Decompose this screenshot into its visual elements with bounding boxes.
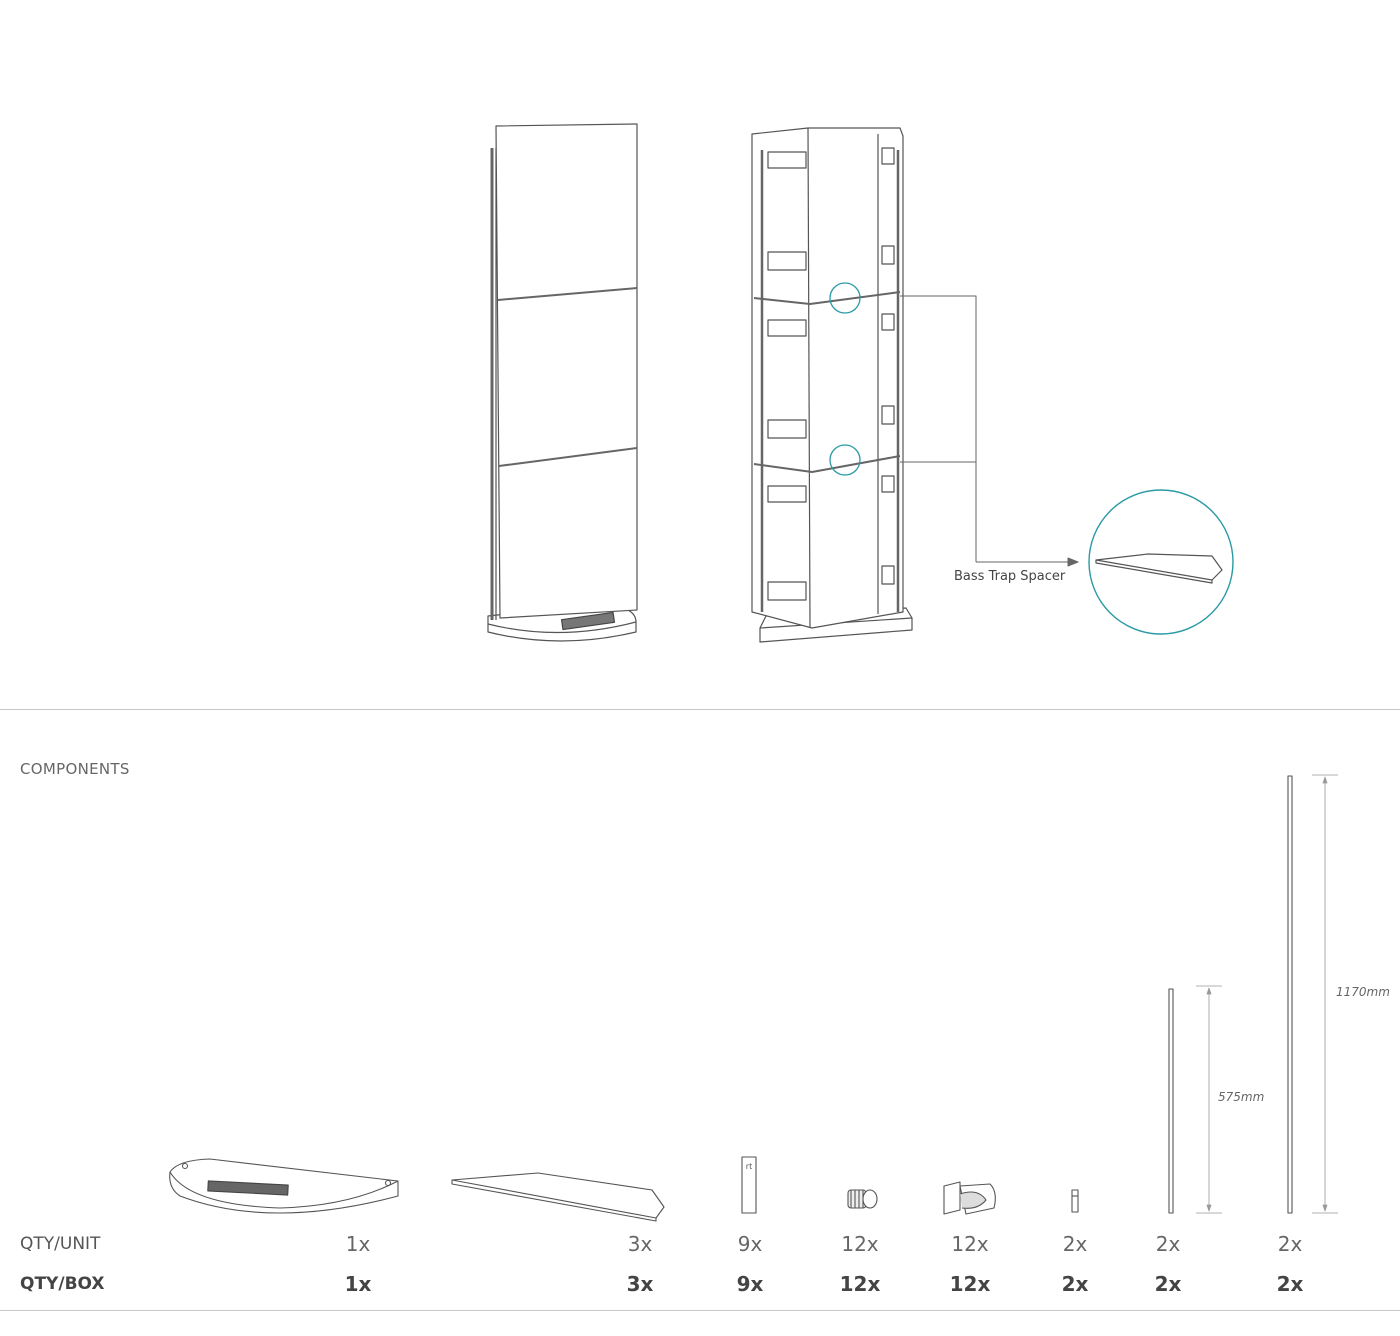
section-divider-top [0, 709, 1400, 710]
components-title: COMPONENTS [20, 760, 130, 778]
long-rod-dimension: 1170mm [1336, 985, 1390, 999]
qty-unit-label: QTY/UNIT [20, 1234, 101, 1254]
assembly-illustration [487, 123, 1234, 643]
rear-panel-stack-drawing [751, 127, 913, 643]
threaded-insert-icon [847, 1189, 878, 1209]
upper-detail-marker [829, 282, 861, 314]
dimension-lines [1196, 774, 1338, 1214]
front-panel-stack-drawing [487, 123, 638, 642]
qty-unit-rt-label: 9x [737, 1232, 763, 1256]
qty-unit-pin: 2x [1062, 1232, 1088, 1256]
clip-bracket-icon [943, 1181, 996, 1215]
qty-unit-base-plate: 1x [345, 1232, 371, 1256]
callout-label: Bass Trap Spacer [954, 569, 1066, 584]
section-divider-bottom [0, 1310, 1400, 1311]
qty-unit-long-rod: 2x [1277, 1232, 1303, 1256]
qty-box-insert: 12x [839, 1272, 881, 1296]
short-rod-icon [1168, 988, 1174, 1214]
svg-text:rt: rt [746, 1162, 752, 1171]
qty-box-label: QTY/BOX [20, 1274, 105, 1294]
qty-box-short-rod: 2x [1154, 1272, 1182, 1296]
qty-box-spacer: 3x [626, 1272, 654, 1296]
base-plate-icon [169, 1158, 399, 1214]
qty-unit-clip: 12x [951, 1232, 989, 1256]
qty-box-base-plate: 1x [344, 1272, 372, 1296]
qty-unit-short-rod: 2x [1155, 1232, 1181, 1256]
qty-unit-spacer: 3x [627, 1232, 653, 1256]
lower-detail-marker [829, 444, 861, 476]
qty-box-long-rod: 2x [1276, 1272, 1304, 1296]
rt-label-icon: rt [741, 1156, 757, 1214]
qty-box-rt-label: 9x [736, 1272, 764, 1296]
small-pin-icon [1071, 1189, 1079, 1213]
qty-box-pin: 2x [1061, 1272, 1089, 1296]
qty-box-clip: 12x [949, 1272, 991, 1296]
bass-trap-spacer-icon [451, 1172, 665, 1222]
qty-unit-insert: 12x [841, 1232, 879, 1256]
short-rod-dimension: 575mm [1218, 1090, 1265, 1104]
callout-leader-lines [900, 295, 1079, 567]
long-rod-icon [1287, 775, 1293, 1214]
